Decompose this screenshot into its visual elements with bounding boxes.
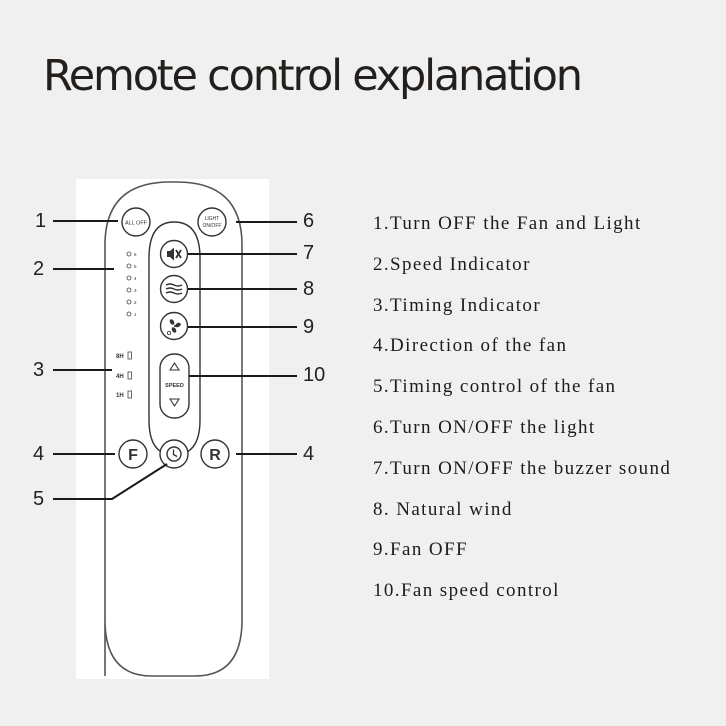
legend-item-6: 6.Turn ON/OFF the light <box>373 416 596 438</box>
speed-down-button[interactable] <box>168 398 181 408</box>
mute-button[interactable] <box>159 239 189 269</box>
callout-10: 10 <box>303 364 326 386</box>
page-title: Remote control explanation <box>43 51 583 101</box>
speed-label: SPEED <box>165 383 184 389</box>
all-off-label: ALL OFF <box>125 221 148 227</box>
legend-item-10: 10.Fan speed control <box>373 580 560 602</box>
speed-led-2: 2 <box>126 299 137 305</box>
speed-led-3: 3 <box>126 287 137 293</box>
speed-up-button[interactable] <box>168 361 181 371</box>
wind-waves-icon <box>165 283 183 295</box>
remote-body <box>104 181 243 677</box>
svg-text:5: 5 <box>134 264 137 269</box>
speaker-mute-icon <box>167 247 182 261</box>
reverse-button[interactable]: R <box>200 439 230 469</box>
light-label-line2: ON/OFF <box>203 223 222 229</box>
legend-list: 1.Turn OFF the Fan and Light 2.Speed Ind… <box>373 211 671 619</box>
timer-led-4h: 4H <box>116 371 132 380</box>
forward-label: F <box>128 447 138 464</box>
speed-indicator: 6 5 4 3 2 1 <box>126 251 137 317</box>
callout-lines-left <box>53 220 168 500</box>
speed-led-1: 1 <box>126 311 137 317</box>
light-on-off-button[interactable]: LIGHT ON/OFF <box>197 207 227 237</box>
legend-item-4: 4.Direction of the fan <box>373 335 568 357</box>
leader-line-5 <box>53 463 168 500</box>
natural-wind-button[interactable] <box>159 274 189 304</box>
forward-button[interactable]: F <box>118 439 148 469</box>
svg-text:6: 6 <box>134 252 137 257</box>
legend-item-3: 3.Timing Indicator <box>373 294 542 316</box>
callout-5: 5 <box>33 488 45 510</box>
callout-lines-right <box>188 221 297 455</box>
timing-indicator: 8H 4H 1H <box>116 351 132 399</box>
legend-item-9: 9.Fan OFF <box>373 539 468 561</box>
svg-text:8H: 8H <box>116 354 124 360</box>
legend-item-7: 7.Turn ON/OFF the buzzer sound <box>373 457 672 479</box>
timer-led-8h: 8H <box>116 351 132 360</box>
callout-1: 1 <box>35 210 47 232</box>
callout-6: 6 <box>303 210 315 232</box>
legend-item-8: 8. Natural wind <box>373 498 513 520</box>
light-label-line1: LIGHT <box>205 216 220 222</box>
callout-9: 9 <box>303 316 315 338</box>
callout-7: 7 <box>303 242 315 264</box>
timer-button[interactable] <box>159 439 189 469</box>
legend-item-5: 5.Timing control of the fan <box>373 376 617 398</box>
reverse-label: R <box>209 447 221 464</box>
fan-icon <box>166 319 181 335</box>
speed-led-6: 6 <box>126 251 137 257</box>
legend-item-2: 2.Speed Indicator <box>373 253 531 275</box>
svg-text:4: 4 <box>134 276 137 281</box>
legend-item-1: 1.Turn OFF the Fan and Light <box>373 213 642 234</box>
svg-text:4H: 4H <box>116 374 124 380</box>
speed-led-4: 4 <box>126 275 137 281</box>
callout-8: 8 <box>303 278 315 300</box>
fan-off-button[interactable] <box>159 311 189 341</box>
callout-3: 3 <box>33 359 45 381</box>
all-off-button[interactable]: ALL OFF <box>121 207 151 237</box>
svg-text:1: 1 <box>134 312 137 317</box>
svg-text:1H: 1H <box>116 393 124 399</box>
callout-4-right: 4 <box>303 443 315 465</box>
timer-led-1h: 1H <box>116 390 132 399</box>
speed-rocker: SPEED <box>159 353 190 419</box>
clock-icon <box>166 446 182 462</box>
callout-2: 2 <box>33 258 45 280</box>
svg-text:2: 2 <box>134 300 137 305</box>
speed-led-5: 5 <box>126 263 137 269</box>
callout-4-left: 4 <box>33 443 45 465</box>
svg-text:3: 3 <box>134 288 137 293</box>
